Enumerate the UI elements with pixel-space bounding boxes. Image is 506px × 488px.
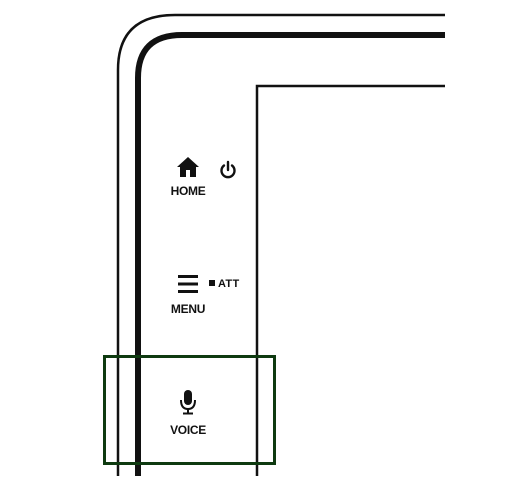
menu-button-label[interactable]: MENU: [170, 302, 206, 316]
bezel-outer-edge: [116, 13, 445, 476]
voice-highlight-box: [103, 355, 276, 465]
home-icon[interactable]: [176, 156, 200, 178]
power-icon[interactable]: [218, 160, 238, 180]
microphone-icon[interactable]: [178, 389, 198, 415]
home-button-label[interactable]: HOME: [170, 184, 206, 198]
att-text: ATT: [218, 278, 240, 290]
att-square-marker: [209, 280, 215, 286]
screen-edge: [255, 84, 445, 476]
bezel-inner-edge: [135, 32, 445, 476]
voice-button-label[interactable]: VOICE: [170, 423, 206, 437]
menu-icon[interactable]: [177, 274, 199, 294]
att-label: ATT: [209, 278, 239, 290]
